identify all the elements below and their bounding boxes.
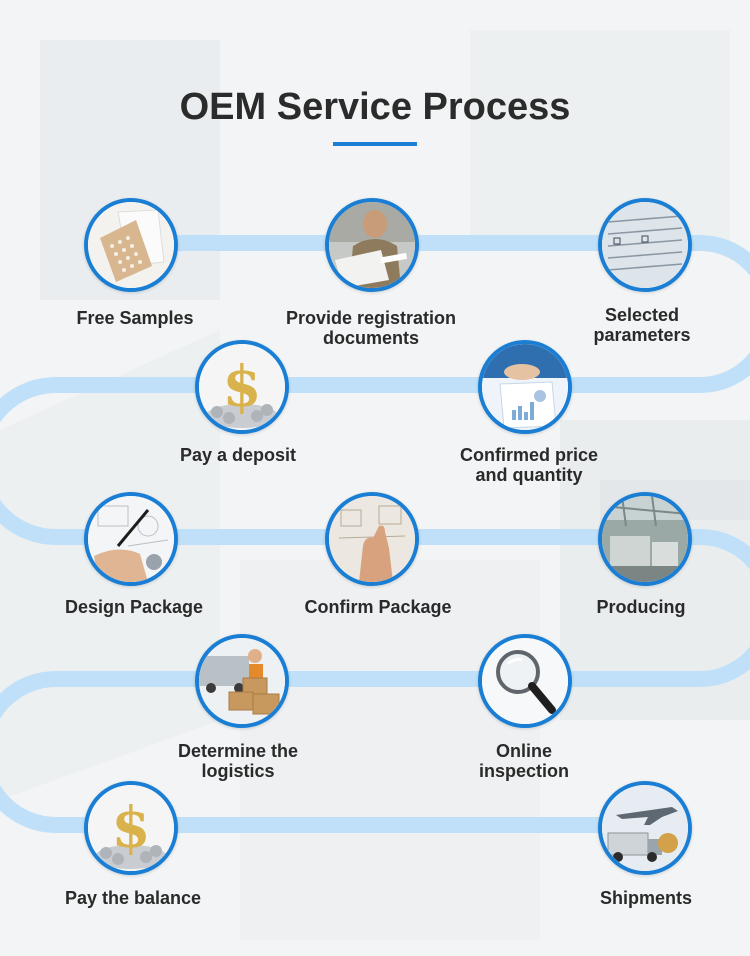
- transport-icon: [598, 781, 692, 875]
- step-label: Shipments: [541, 888, 750, 908]
- factory-icon: [598, 492, 692, 586]
- svg-text:$: $: [112, 795, 151, 861]
- step-label: Confirmed price and quantity: [424, 445, 634, 485]
- step-label-line: Shipments: [599, 888, 692, 908]
- step-label-line: and quantity: [475, 465, 583, 485]
- step-label-line: Selected: [604, 305, 680, 325]
- step-label: Selected parameters: [537, 305, 747, 345]
- sketch-hand-icon: [325, 492, 419, 586]
- title-underline: [333, 142, 417, 146]
- step-label: Online inspection: [419, 741, 629, 781]
- step-label-line: Provide registration: [285, 308, 457, 328]
- step-label-line: logistics: [201, 761, 275, 781]
- paperwork-icon: [325, 198, 419, 292]
- step-label: Confirm Package: [273, 597, 483, 617]
- step-label-line: Confirmed price: [459, 445, 599, 465]
- step-label-line: Determine the: [177, 741, 299, 761]
- step-label-line: Design Package: [64, 597, 204, 617]
- patch-sheet-icon: [84, 198, 178, 292]
- drafting-icon: [84, 492, 178, 586]
- step-label: Producing: [536, 597, 746, 617]
- step-label-line: Online: [495, 741, 552, 761]
- step-label-line: Pay a deposit: [179, 445, 297, 465]
- handshake-chart-icon: [478, 340, 572, 434]
- step-label: Free Samples: [30, 308, 240, 328]
- form-document-icon: [598, 198, 692, 292]
- step-label: Determine the logistics: [133, 741, 343, 781]
- step-label: Design Package: [29, 597, 239, 617]
- step-label: Pay the balance: [28, 888, 238, 908]
- step-label-line: parameters: [593, 325, 691, 345]
- dollar-coins-icon: $: [84, 781, 178, 875]
- step-label: Pay a deposit: [133, 445, 343, 465]
- step-label: Provide registration documents: [266, 308, 476, 348]
- delivery-boxes-icon: [195, 634, 289, 728]
- step-label-line: Confirm Package: [304, 597, 452, 617]
- step-label-line: Pay the balance: [64, 888, 202, 908]
- svg-text:$: $: [223, 354, 262, 420]
- step-label-line: Free Samples: [76, 308, 194, 328]
- magnifier-icon: [478, 634, 572, 728]
- step-label-line: inspection: [478, 761, 569, 781]
- step-label-line: documents: [322, 328, 419, 348]
- dollar-coins-icon: $: [195, 340, 289, 434]
- page-title: OEM Service Process: [179, 86, 571, 128]
- step-label-line: Producing: [596, 597, 686, 617]
